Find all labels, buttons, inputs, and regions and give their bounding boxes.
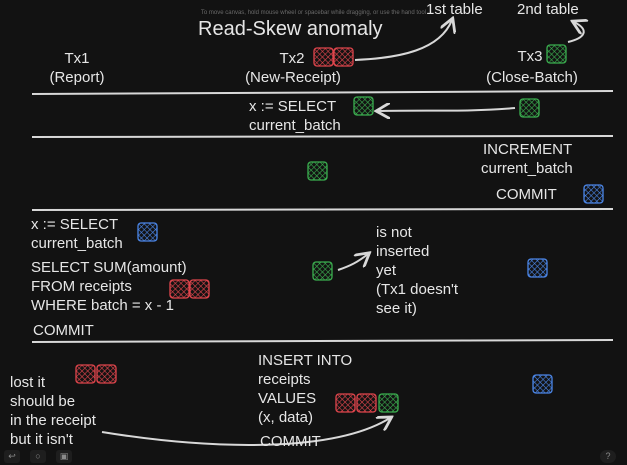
red-box-row3-tx1-2 bbox=[189, 279, 210, 299]
label-second-table: 2nd table bbox=[517, 1, 579, 18]
green-box-row1-tx3 bbox=[519, 98, 540, 118]
row4-lost-line: in the receipt bbox=[10, 412, 96, 429]
row3-note-line: yet bbox=[376, 262, 397, 279]
help-icon[interactable]: ? bbox=[600, 450, 616, 463]
row3-note-line: is not bbox=[376, 224, 412, 241]
green-box-row3-tx2 bbox=[312, 261, 333, 281]
row4-lost-line: should be bbox=[10, 393, 76, 410]
separator-line bbox=[31, 90, 614, 95]
row3-where: WHERE batch = x - 1 bbox=[31, 297, 174, 314]
separator-line bbox=[31, 135, 614, 138]
red-box-row4-tx2-2 bbox=[356, 393, 377, 413]
green-box-row4-tx2 bbox=[378, 393, 399, 413]
blue-box-row3-tx1 bbox=[137, 222, 158, 242]
blue-box-row2-tx3 bbox=[583, 184, 604, 204]
tx1-name: Tx1 bbox=[64, 50, 90, 67]
arrow-lost-to-insert bbox=[101, 418, 390, 446]
row3-commit: COMMIT bbox=[33, 322, 94, 339]
label-first-table: 1st table bbox=[426, 1, 483, 18]
tx2-name: Tx2 bbox=[279, 50, 305, 67]
arrow-tx3-to-tx2-read bbox=[378, 108, 516, 111]
row4-insert-line: (x, data) bbox=[258, 409, 314, 426]
row3-note-line: see it) bbox=[376, 300, 417, 317]
row2-increment: INCREMENT bbox=[483, 141, 573, 158]
arrow-to-second-table bbox=[567, 22, 584, 43]
row2-target: current_batch bbox=[481, 160, 573, 177]
tx3-name: Tx3 bbox=[517, 48, 543, 65]
diagram-title: Read-Skew anomaly bbox=[198, 18, 383, 40]
blue-box-row3-tx3 bbox=[527, 258, 548, 278]
row2-commit: COMMIT bbox=[496, 186, 557, 203]
red-box-row4-lost-1 bbox=[75, 364, 96, 384]
separator-line bbox=[31, 339, 614, 343]
row3-from: FROM receipts bbox=[31, 278, 132, 295]
tx1-role: (Report) bbox=[49, 69, 105, 86]
red-box-row4-tx2-1 bbox=[335, 393, 356, 413]
chat-icon[interactable]: ○ bbox=[30, 450, 46, 463]
green-box-row1-tx2 bbox=[353, 96, 374, 116]
row3-target: current_batch bbox=[31, 235, 123, 252]
blue-box-row4-tx3 bbox=[532, 374, 553, 394]
separator-line bbox=[31, 208, 614, 211]
row3-select: x := SELECT bbox=[31, 216, 119, 233]
arrow-back-icon[interactable]: ↩ bbox=[4, 450, 20, 463]
red-box-row3-tx1-1 bbox=[169, 279, 190, 299]
row4-insert-line: VALUES bbox=[258, 390, 317, 407]
arrow-to-not-inserted-note bbox=[337, 254, 368, 271]
green-box-tx3-header bbox=[546, 44, 567, 64]
red-box-tx2-header-2 bbox=[333, 47, 354, 67]
row1-target: current_batch bbox=[249, 117, 341, 134]
tx2-role: (New-Receipt) bbox=[245, 69, 341, 86]
row4-lost-line: lost it bbox=[10, 374, 46, 391]
arrow-to-first-table bbox=[354, 20, 452, 61]
row1-select: x := SELECT bbox=[249, 98, 337, 115]
row4-commit: COMMIT bbox=[260, 433, 321, 450]
row4-insert-line: INSERT INTO bbox=[258, 352, 353, 369]
canvas-hint: To move canvas, hold mouse wheel or spac… bbox=[200, 10, 427, 16]
row3-note-line: inserted bbox=[376, 243, 430, 260]
row4-lost-line: but it isn't bbox=[10, 431, 73, 448]
red-box-row4-lost-2 bbox=[96, 364, 117, 384]
tx3-role: (Close-Batch) bbox=[486, 69, 578, 86]
row4-insert-line: receipts bbox=[258, 371, 311, 388]
row3-sum: SELECT SUM(amount) bbox=[31, 259, 187, 276]
green-box-row2-tx2 bbox=[307, 161, 328, 181]
present-icon[interactable]: ▣ bbox=[56, 450, 72, 463]
red-box-tx2-header-1 bbox=[313, 47, 334, 67]
row3-note-line: (Tx1 doesn't bbox=[376, 281, 459, 298]
